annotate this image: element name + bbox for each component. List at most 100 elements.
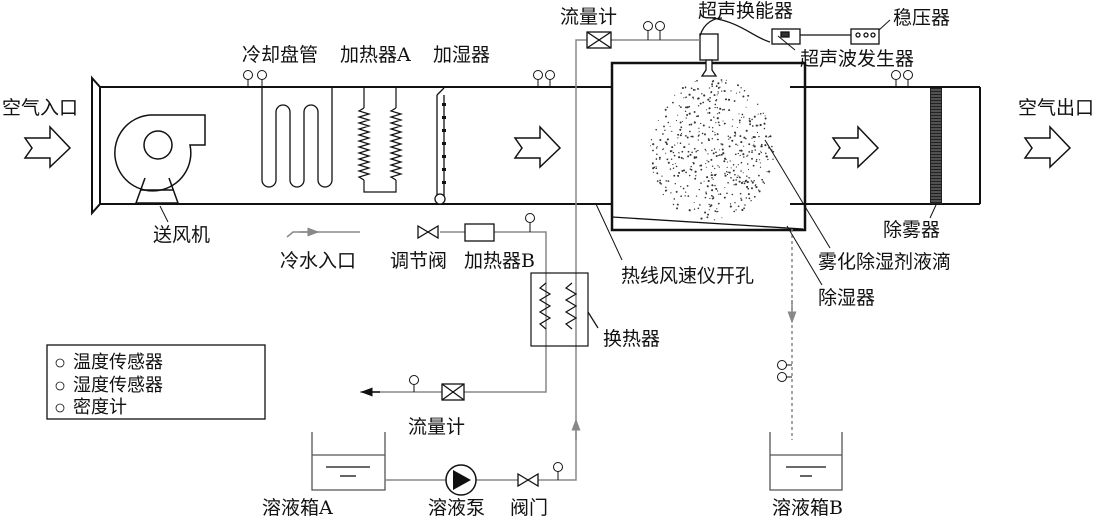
droplet [670, 158, 673, 160]
droplet [706, 159, 708, 161]
droplet [739, 192, 742, 195]
droplet [735, 92, 737, 94]
droplet [662, 193, 664, 196]
droplet [728, 171, 731, 174]
droplet [739, 154, 741, 157]
droplet [717, 210, 719, 213]
droplet [683, 169, 685, 172]
droplet [756, 103, 759, 106]
humidity-sensor-icon [257, 70, 267, 87]
droplet [677, 152, 680, 154]
legend-item-density: 密度计 [73, 397, 127, 418]
droplet [715, 151, 717, 154]
droplet [712, 152, 715, 155]
droplet [753, 195, 756, 198]
droplet [672, 203, 675, 206]
temperature-sensor-icon [553, 462, 563, 480]
droplet [684, 110, 687, 113]
droplet [697, 97, 699, 100]
droplet [703, 180, 705, 182]
droplet [732, 119, 734, 121]
droplet [752, 145, 754, 147]
droplet [682, 158, 684, 160]
droplet [728, 138, 730, 140]
droplet [690, 165, 692, 168]
droplet [685, 171, 687, 174]
temperature-sensor-icon [533, 70, 543, 87]
droplet [757, 113, 759, 115]
droplet [742, 153, 745, 156]
droplet [667, 180, 670, 182]
cooling-coil-label: 冷却盘管 [242, 44, 319, 66]
droplet [702, 101, 705, 104]
heat-exchanger-icon [530, 272, 599, 347]
droplet [694, 170, 697, 173]
density-meter-icon [777, 372, 792, 382]
droplet [754, 149, 757, 151]
droplet [758, 135, 760, 138]
droplet [681, 150, 684, 153]
droplet [721, 109, 724, 111]
flowmeter-bottom-icon [441, 383, 465, 401]
droplet [760, 150, 762, 152]
sensors [243, 21, 913, 480]
droplet [765, 135, 768, 138]
solution-pipe [286, 39, 797, 481]
droplet [671, 130, 673, 133]
droplet [708, 87, 711, 89]
demister-icon [930, 88, 942, 204]
droplet [680, 185, 682, 188]
droplet [733, 184, 735, 186]
dehumidifier-chamber [610, 61, 807, 232]
droplet [696, 79, 698, 82]
droplet [766, 171, 768, 173]
droplet [740, 170, 742, 172]
droplet [686, 106, 689, 109]
droplet [677, 133, 680, 136]
droplet [664, 108, 667, 111]
droplet [736, 126, 738, 129]
droplet [745, 179, 748, 182]
droplet [749, 177, 751, 179]
droplet [702, 124, 705, 127]
droplet [715, 188, 718, 190]
droplet [739, 135, 742, 138]
droplet [711, 80, 714, 83]
droplet [747, 154, 749, 156]
droplet [727, 182, 729, 184]
droplet [763, 127, 766, 130]
droplet [679, 134, 682, 137]
droplet [695, 151, 697, 153]
droplet [652, 163, 654, 165]
droplet [740, 87, 742, 89]
droplet [727, 135, 730, 138]
droplet [721, 148, 724, 151]
droplet [767, 136, 769, 138]
droplet [686, 185, 689, 187]
droplet [737, 144, 739, 146]
droplet [720, 153, 723, 156]
droplet [724, 98, 728, 101]
droplet [664, 189, 667, 192]
droplet [708, 203, 710, 206]
droplet [728, 109, 731, 112]
droplet [687, 195, 690, 197]
air-duct [91, 75, 981, 216]
demister-label: 除雾器 [883, 219, 941, 241]
humidifier-label: 加湿器 [433, 44, 491, 66]
droplet [753, 179, 755, 182]
flowmeter-top-icon [586, 31, 612, 49]
droplet [711, 177, 713, 179]
droplet [666, 143, 668, 146]
droplet [743, 89, 746, 92]
droplet [711, 130, 714, 133]
droplet [704, 211, 707, 214]
droplet [717, 92, 719, 94]
droplet [681, 86, 684, 90]
droplet [742, 180, 744, 183]
droplet [749, 120, 752, 123]
droplet [699, 204, 701, 206]
droplet [708, 111, 711, 114]
droplet [680, 92, 682, 94]
dehumidifier-label: 除湿器 [818, 287, 876, 309]
